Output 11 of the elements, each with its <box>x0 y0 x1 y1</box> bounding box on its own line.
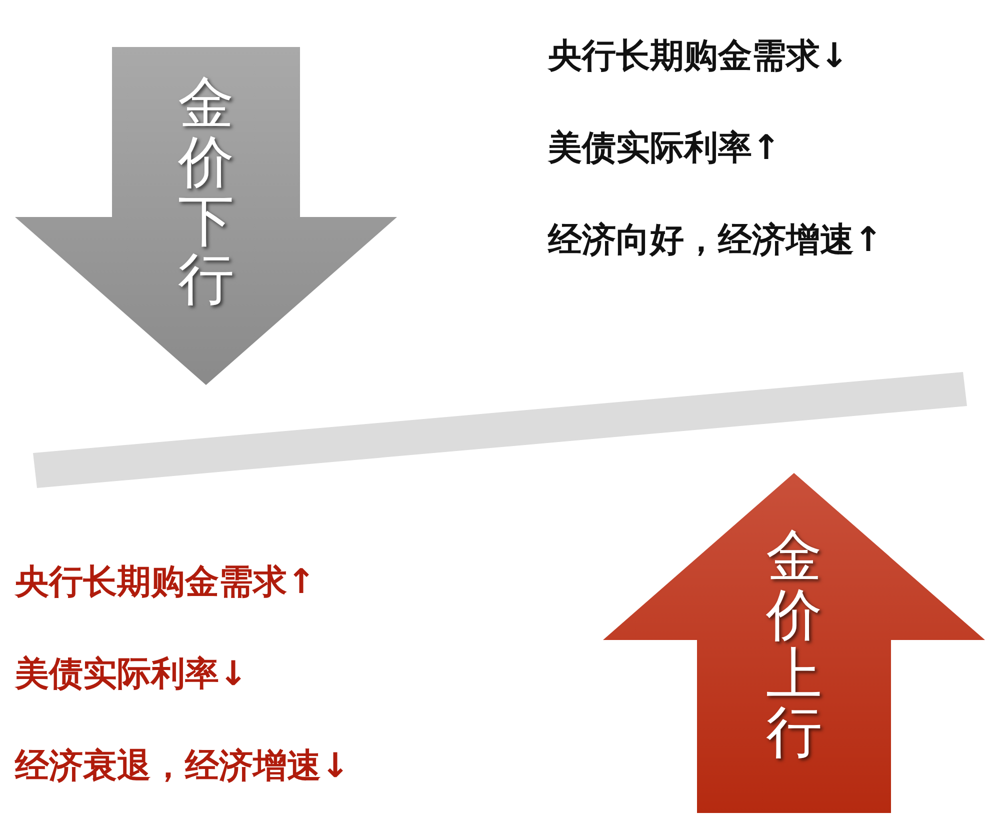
balance-bar <box>33 372 967 488</box>
factor-text: 央行长期购金需求↓ <box>548 36 848 77</box>
factor-text: 美债实际利率↓ <box>15 654 248 695</box>
arrow-label: 金价上行 <box>765 528 823 764</box>
factor-text: 央行长期购金需求↑ <box>15 562 316 603</box>
factor-text: 经济向好，经济增速↑ <box>548 220 882 261</box>
up-arrow-shape <box>603 473 985 813</box>
down-arrow-shape <box>15 47 397 385</box>
factor-text: 经济衰退，经济增速↓ <box>15 746 350 787</box>
arrow-label: 金价下行 <box>177 75 235 310</box>
factor-text: 美债实际利率↑ <box>548 128 780 169</box>
